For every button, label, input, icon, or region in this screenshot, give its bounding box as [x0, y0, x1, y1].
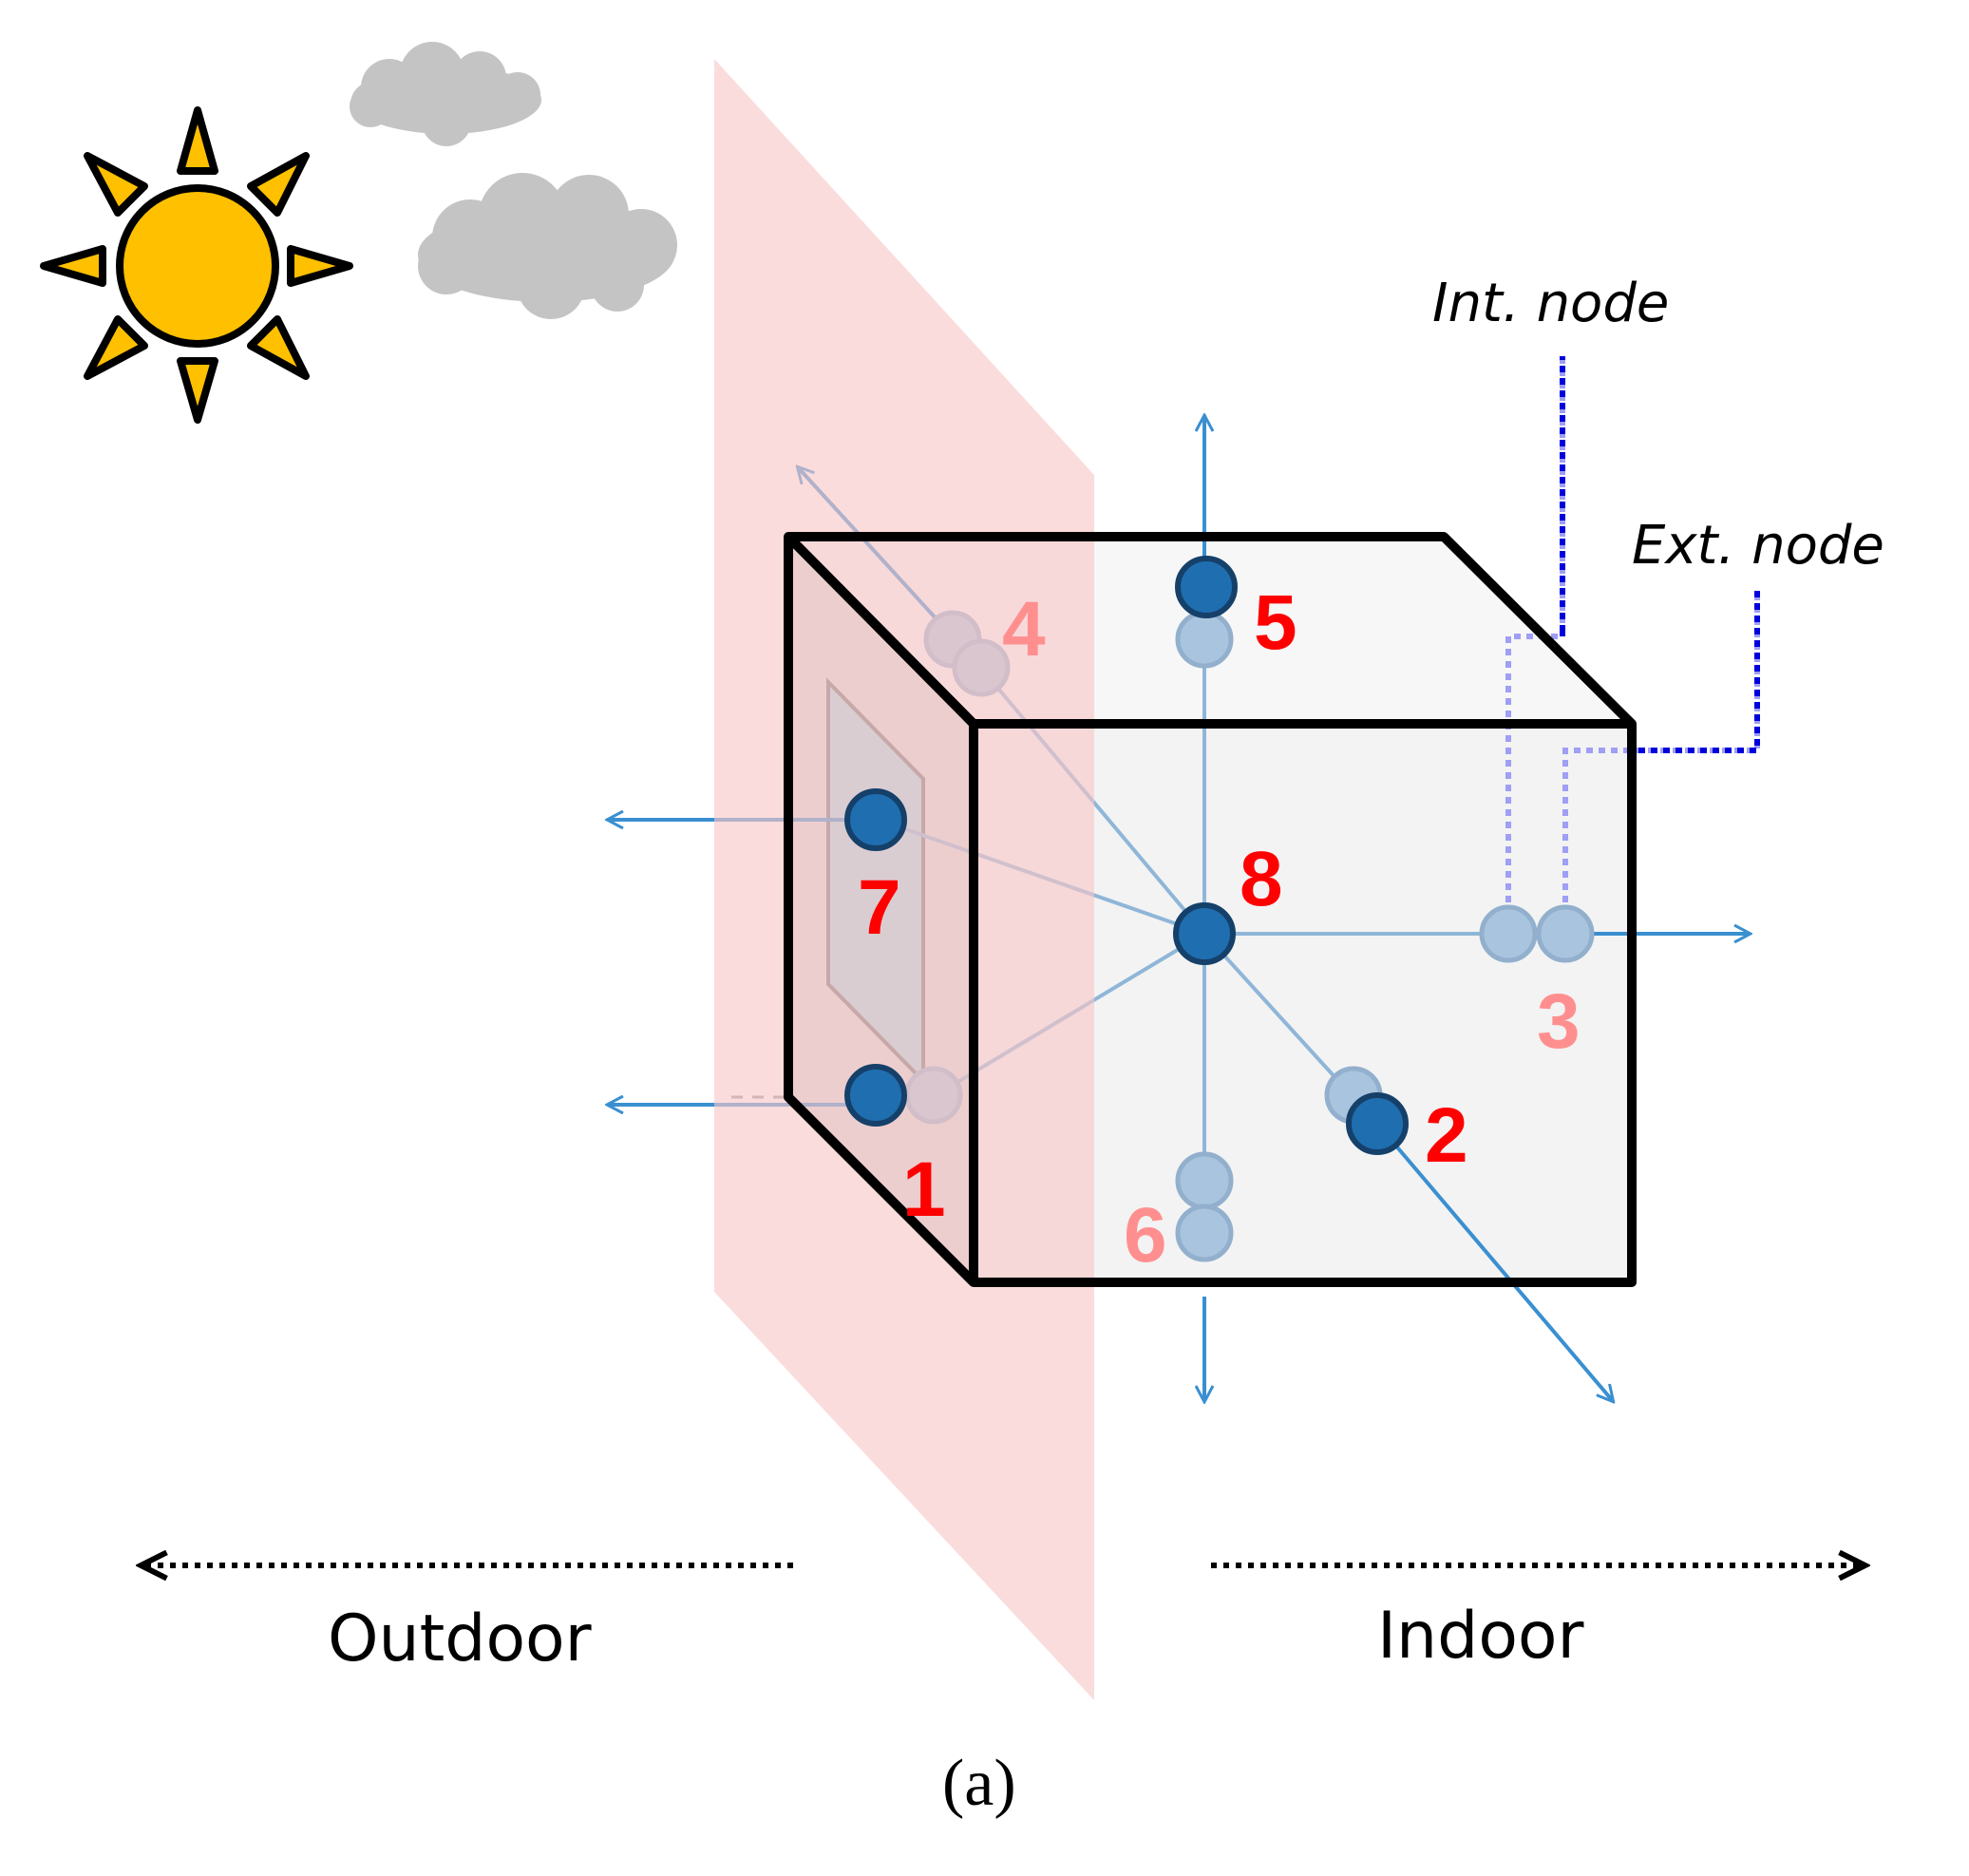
node-label-6: 6: [1124, 1192, 1167, 1279]
node-5-int: [1175, 610, 1234, 669]
node-7: [844, 788, 907, 851]
node-label-7: 7: [858, 864, 901, 951]
node-leader-lines-strong: [1560, 356, 1760, 753]
node-label-5: 5: [1254, 579, 1297, 666]
cube-front-face: [974, 724, 1632, 1282]
int-node-label: Int. node: [1432, 273, 1669, 334]
front-nodes: [844, 556, 1409, 1155]
node-3-b: [1536, 904, 1595, 963]
outdoor-label: Outdoor: [328, 1601, 592, 1677]
wall-plane: [714, 59, 1094, 1700]
node-1: [844, 1064, 907, 1127]
node-label-4: 4: [1002, 586, 1046, 673]
ext-node-label: Ext. node: [1632, 515, 1884, 577]
node-label-3: 3: [1537, 978, 1581, 1065]
node-2: [1346, 1092, 1409, 1155]
node-label-8: 8: [1240, 836, 1283, 922]
cloud-icon: [350, 42, 541, 146]
node-label-1: 1: [902, 1146, 946, 1233]
node-3-a: [1479, 904, 1538, 963]
node-6-b: [1175, 1203, 1234, 1262]
node-8: [1173, 902, 1236, 965]
node-label-2: 2: [1425, 1092, 1468, 1179]
node-6-a: [1175, 1151, 1234, 1210]
sun-icon: [40, 106, 353, 424]
node-5: [1175, 556, 1238, 618]
indoor-label: Indoor: [1377, 1599, 1584, 1674]
cube-outline: [784, 532, 1637, 1287]
figure-caption: (a): [942, 1747, 1016, 1820]
cloud-icon: [418, 173, 677, 319]
